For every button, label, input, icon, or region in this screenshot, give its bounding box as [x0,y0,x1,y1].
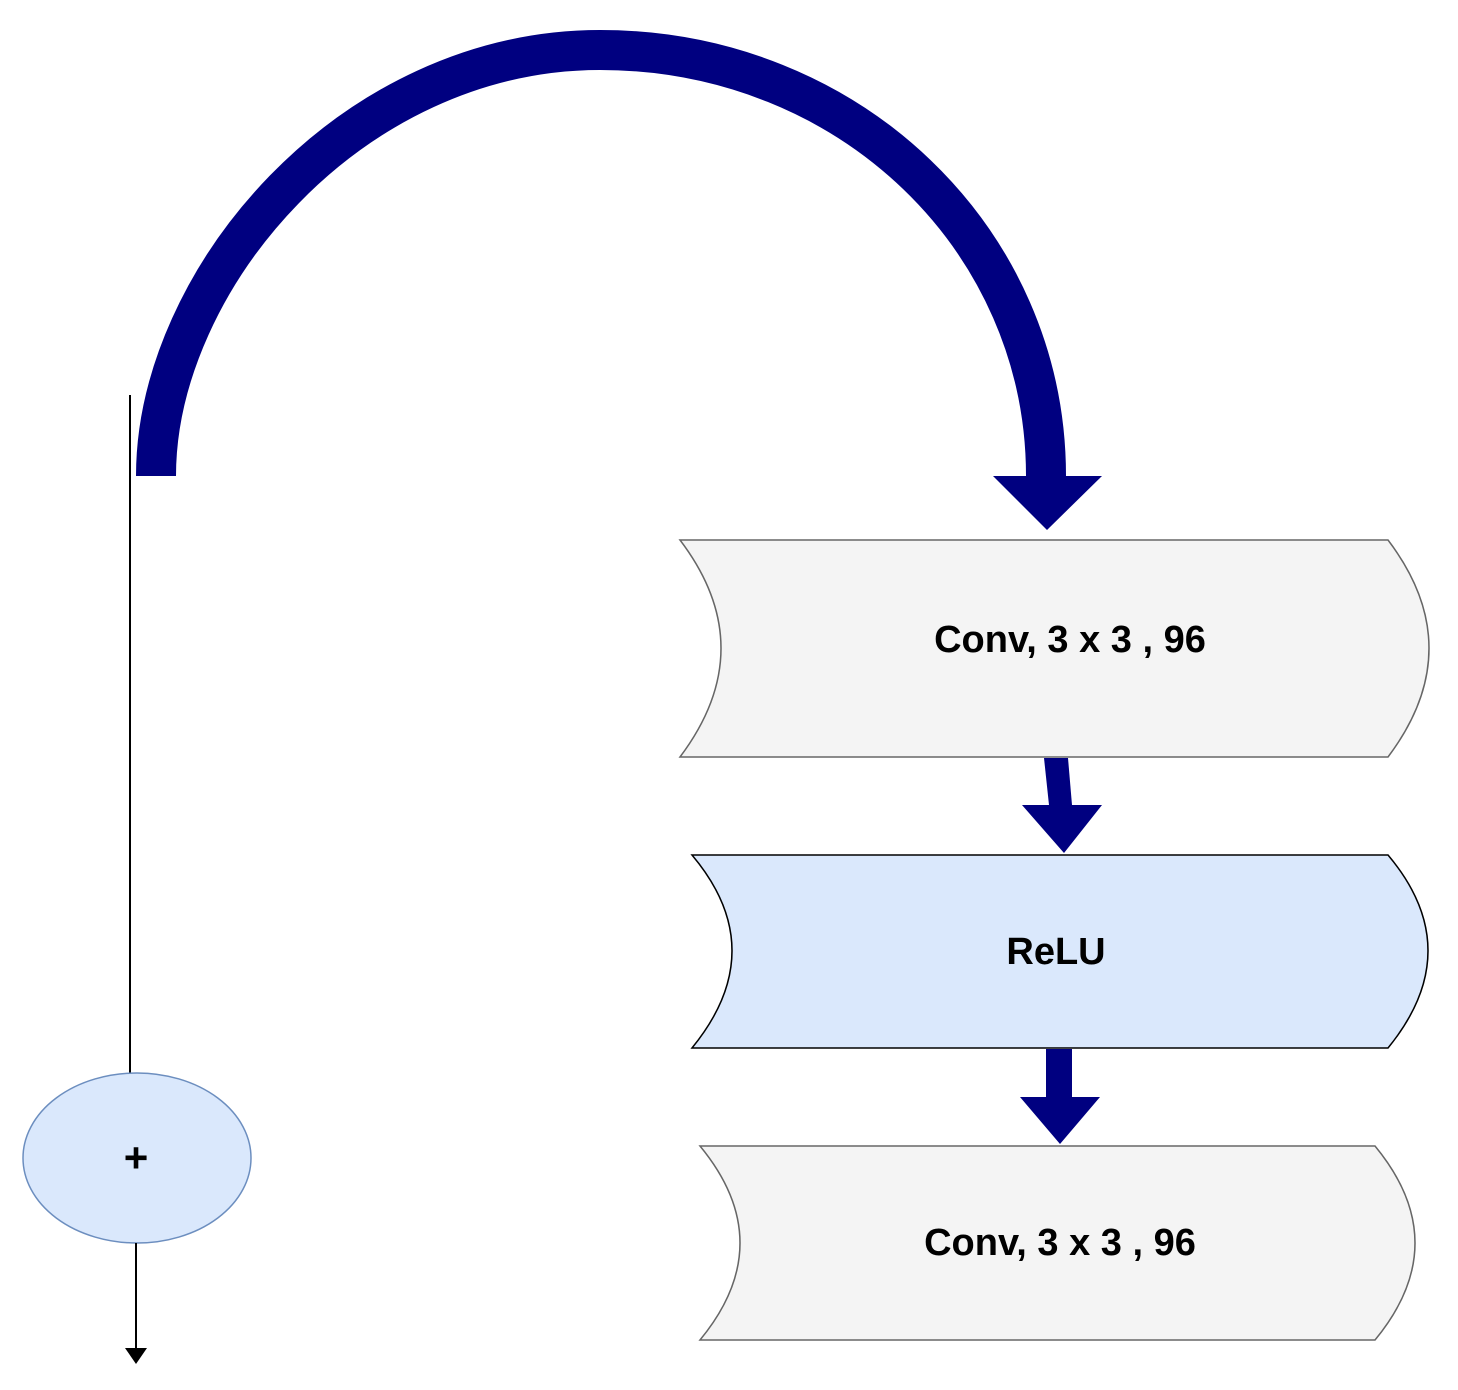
conv-block-1-label: Conv, 3 x 3 , 96 [934,619,1206,661]
add-node[interactable]: + [22,1072,252,1244]
skip-arc-arrow [136,29,1102,530]
skip-arc [136,29,1066,477]
conv-block-1[interactable]: Conv, 3 x 3 , 96 [678,539,1430,758]
arrow-conv1-to-relu-shaft [1044,758,1072,805]
conv-block-2-label: Conv, 3 x 3 , 96 [924,1222,1196,1264]
arrow-relu-to-conv2-shaft [1046,1049,1072,1097]
output-arrow [125,1243,147,1364]
relu-block-shape [690,854,1429,1049]
conv-block-1-shape [678,539,1430,758]
conv-block-2-shape [698,1145,1416,1341]
arrow-relu-to-conv2-head [1020,1097,1100,1144]
conv-block-2[interactable]: Conv, 3 x 3 , 96 [698,1145,1416,1341]
relu-block[interactable]: ReLU [690,854,1429,1049]
skip-arc-arrowhead [993,476,1102,530]
arrow-relu-to-conv2 [1020,1049,1100,1144]
relu-block-label: ReLU [1006,931,1105,973]
add-node-label: + [124,1134,149,1181]
arrow-conv1-to-relu-head [1022,805,1102,853]
output-arrow-head [125,1348,147,1364]
arrow-conv1-to-relu [1022,758,1102,853]
